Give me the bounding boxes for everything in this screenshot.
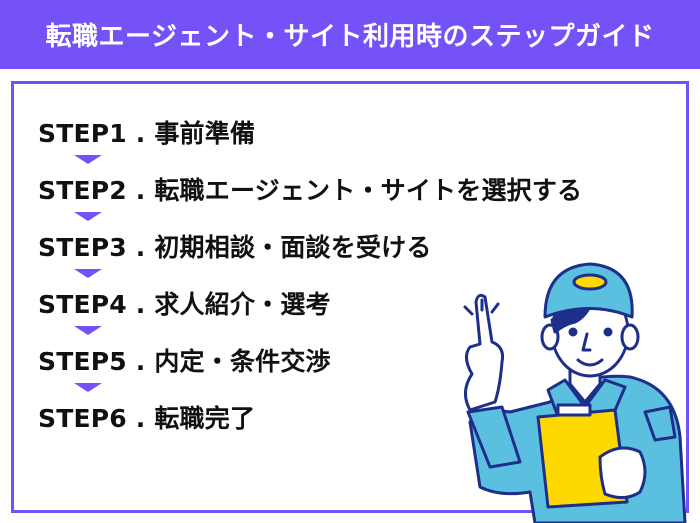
triangle-down-icon xyxy=(74,383,102,392)
step-label: STEP3 . 初期相談・面談を受ける xyxy=(38,232,432,262)
step-label: STEP6 . 転職完了 xyxy=(38,403,256,433)
step-item: STEP1 . 事前準備 xyxy=(38,114,582,149)
header-banner: 転職エージェント・サイト利用時のステップガイド xyxy=(0,0,700,69)
step-label: STEP1 . 事前準備 xyxy=(38,118,256,148)
triangle-down-icon xyxy=(74,155,102,164)
step-label: STEP4 . 求人紹介・選考 xyxy=(38,289,331,319)
triangle-down-icon xyxy=(74,269,102,278)
step-label: STEP2 . 転職エージェント・サイトを選択する xyxy=(38,175,583,205)
step-item: STEP5 . 内定・条件交渉 xyxy=(38,342,582,377)
page-title: 転職エージェント・サイト利用時のステップガイド xyxy=(45,22,655,52)
worker-illustration xyxy=(463,262,687,523)
triangle-down-icon xyxy=(74,326,102,335)
step-label: STEP5 . 内定・条件交渉 xyxy=(38,346,331,376)
step-item: STEP2 . 転職エージェント・サイトを選択する xyxy=(38,171,582,206)
step-item: STEP3 . 初期相談・面談を受ける xyxy=(38,228,582,263)
step-item: STEP4 . 求人紹介・選考 xyxy=(38,285,582,320)
step-item: STEP6 . 転職完了 xyxy=(38,399,582,434)
step-list: STEP1 . 事前準備 STEP2 . 転職エージェント・サイトを選択する S… xyxy=(38,114,582,434)
triangle-down-icon xyxy=(74,212,102,221)
